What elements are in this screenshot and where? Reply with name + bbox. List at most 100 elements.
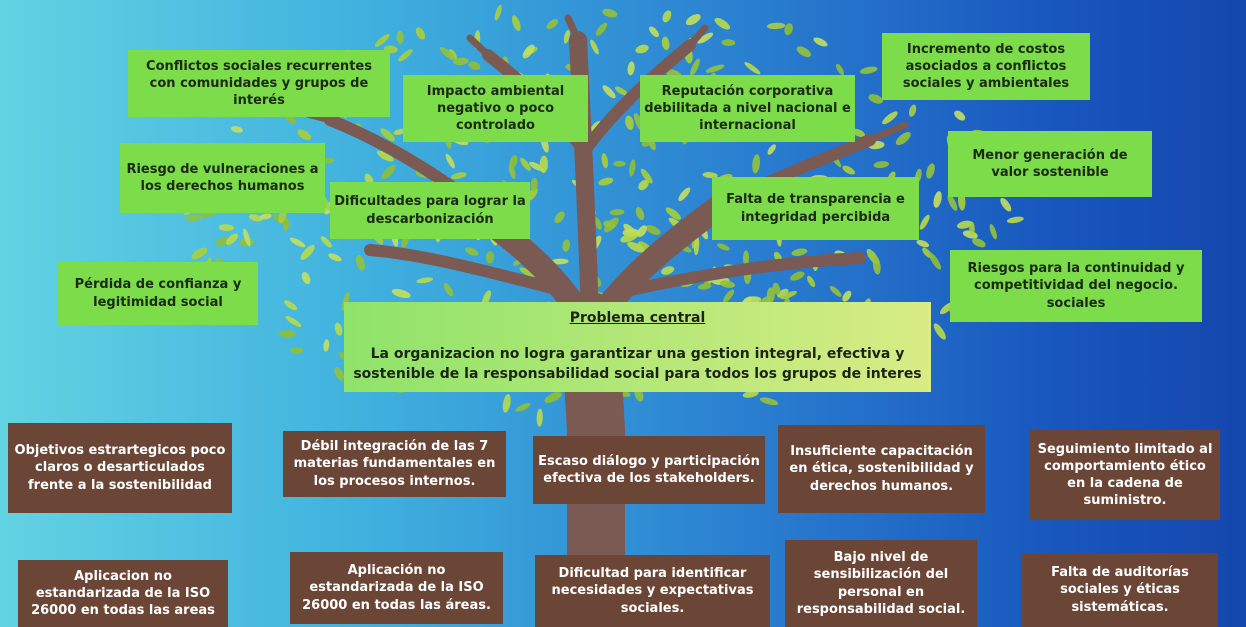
leaf bbox=[278, 330, 297, 338]
leaf bbox=[508, 164, 516, 179]
leaf bbox=[697, 32, 714, 44]
leaf bbox=[859, 66, 878, 74]
leaf bbox=[609, 209, 625, 216]
leaf bbox=[511, 15, 521, 32]
effect-trust-legitimacy: Pérdida de confianza y legitimidad socia… bbox=[58, 262, 258, 325]
effect-social-conflicts: Conflictos sociales recurrentes con comu… bbox=[128, 50, 390, 117]
leaf bbox=[645, 225, 661, 235]
leaf bbox=[627, 241, 645, 253]
leaf bbox=[380, 128, 395, 142]
leaf bbox=[972, 238, 986, 248]
leaf bbox=[759, 397, 779, 406]
leaf bbox=[450, 172, 467, 180]
leaf bbox=[635, 44, 649, 54]
leaf bbox=[614, 86, 628, 96]
cause-supply-chain-monitoring: Seguimiento limitado al comportamiento é… bbox=[1030, 430, 1220, 520]
leaf bbox=[665, 207, 681, 220]
leaf bbox=[502, 394, 511, 413]
leaf bbox=[851, 128, 866, 138]
leaf bbox=[613, 160, 626, 167]
leaf bbox=[933, 191, 942, 208]
leaf bbox=[536, 408, 543, 427]
leaf bbox=[872, 256, 881, 275]
leaf bbox=[957, 220, 973, 229]
leaf bbox=[465, 247, 479, 256]
leaf bbox=[790, 271, 805, 281]
leaf bbox=[661, 266, 675, 275]
leaf bbox=[185, 214, 203, 222]
leaf bbox=[928, 252, 942, 270]
effect-transparency: Falta de transparencia e integridad perc… bbox=[712, 177, 919, 240]
leaf bbox=[453, 57, 469, 66]
leaf bbox=[926, 163, 935, 179]
leaf bbox=[969, 221, 975, 236]
leaf bbox=[661, 36, 670, 51]
leaf bbox=[226, 233, 238, 245]
central-problem: Problema central La organizacion no logr… bbox=[344, 302, 931, 392]
leaf bbox=[662, 10, 672, 23]
leaf bbox=[842, 290, 852, 302]
leaf bbox=[398, 49, 413, 62]
leaf bbox=[334, 322, 343, 336]
leaf bbox=[989, 224, 997, 240]
leaf bbox=[285, 316, 302, 327]
leaf bbox=[882, 111, 898, 125]
leaf bbox=[519, 267, 535, 278]
leaf bbox=[515, 402, 531, 412]
leaf bbox=[796, 46, 811, 58]
leaf bbox=[721, 39, 736, 47]
cause-no-audits: Falta de auditorías sociales y éticas si… bbox=[1022, 553, 1218, 627]
leaf bbox=[954, 110, 966, 121]
leaf bbox=[678, 187, 691, 202]
leaf bbox=[468, 61, 481, 70]
leaf bbox=[539, 155, 549, 173]
leaf bbox=[528, 161, 544, 171]
leaf bbox=[284, 300, 298, 311]
leaf bbox=[919, 214, 930, 230]
leaf bbox=[530, 177, 538, 192]
leaf bbox=[767, 144, 776, 155]
central-problem-title: Problema central bbox=[569, 310, 706, 327]
leaf bbox=[595, 22, 608, 36]
leaf bbox=[717, 243, 730, 251]
leaf bbox=[772, 282, 781, 296]
leaf bbox=[259, 213, 272, 220]
central-problem-text: La organizacion no logra garantizar una … bbox=[353, 345, 922, 383]
leaf bbox=[649, 26, 659, 38]
leaf bbox=[836, 63, 844, 76]
leaf bbox=[485, 251, 495, 264]
leaf bbox=[873, 161, 890, 169]
leaf bbox=[301, 272, 311, 285]
cause-insufficient-training: Insuficiente capacitación en ética, sost… bbox=[778, 425, 985, 513]
cause-identify-social-needs: Dificultad para identificar necesidades … bbox=[535, 555, 770, 627]
effect-decarbonization: Dificultades para lograr la descarboniza… bbox=[330, 182, 530, 239]
leaf bbox=[702, 172, 718, 179]
leaf bbox=[742, 250, 750, 267]
leaf bbox=[391, 288, 411, 299]
leaf bbox=[603, 220, 616, 229]
leaf bbox=[777, 288, 789, 298]
effect-environmental-impact: Impacto ambiental negativo o poco contro… bbox=[403, 75, 588, 142]
leaf bbox=[602, 8, 618, 18]
leaf bbox=[638, 179, 649, 191]
leaf bbox=[520, 157, 531, 171]
leaf bbox=[916, 239, 930, 248]
leaf bbox=[842, 165, 856, 175]
leaf bbox=[784, 23, 793, 36]
leaf bbox=[693, 236, 700, 256]
leaf bbox=[627, 61, 635, 76]
leaf bbox=[328, 253, 342, 262]
leaf bbox=[415, 27, 426, 40]
leaf bbox=[297, 129, 312, 141]
leaf bbox=[780, 290, 798, 300]
leaf bbox=[791, 248, 808, 256]
leaf bbox=[829, 285, 842, 297]
leaf bbox=[494, 4, 502, 21]
cause-weak-integration: Débil integración de las 7 materias fund… bbox=[283, 431, 506, 497]
leaf bbox=[742, 390, 759, 398]
leaf bbox=[551, 258, 569, 265]
cause-iso-nonstandard-areas: Aplicacion no estandarizada de la ISO 26… bbox=[18, 560, 228, 627]
leaf bbox=[546, 19, 559, 30]
leaf bbox=[191, 247, 208, 260]
